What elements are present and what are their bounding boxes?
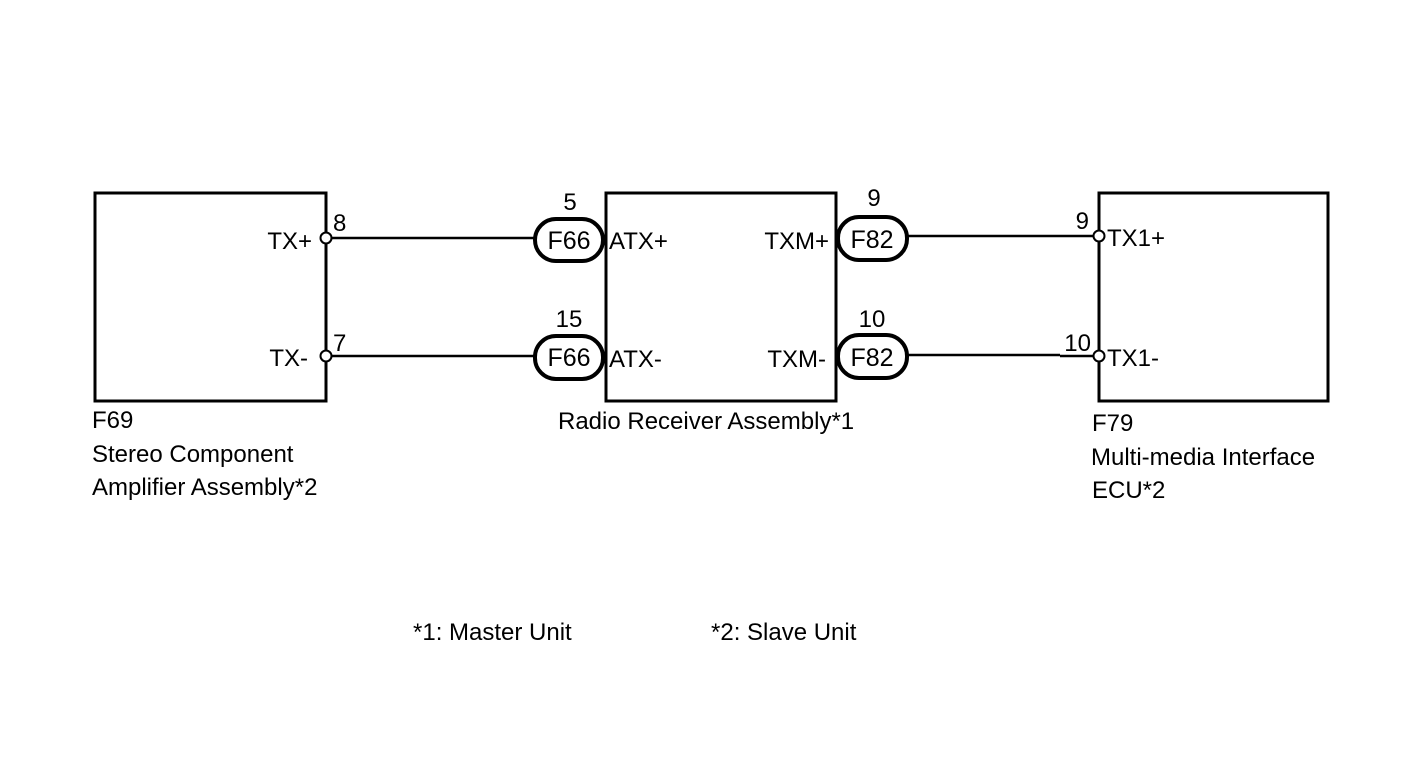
connector-f66-upper: F66 5 — [533, 189, 605, 263]
note-master-unit: *1: Master Unit — [413, 619, 572, 646]
ecu-name-line1: Multi-media Interface — [1091, 444, 1315, 471]
radio-pin-txm-minus-label: TXM- — [767, 346, 826, 373]
ecu-pin-9-number: 9 — [1076, 208, 1089, 235]
ecu-name-line2: ECU*2 — [1092, 477, 1165, 504]
connector-f82-upper: F82 9 — [836, 185, 909, 262]
connector-f66-upper-outline — [533, 217, 605, 263]
radio-component: ATX+ ATX- TXM+ TXM- Radio Receiver Assem… — [558, 191, 854, 435]
connector-f66-pin-15: 15 — [556, 306, 583, 333]
terminal-amp-7 — [319, 349, 333, 363]
connector-f66-lower-label: F66 — [547, 344, 590, 372]
amplifier-connector-code: F69 — [92, 407, 133, 434]
connector-f66-lower-outline — [533, 334, 605, 381]
terminal-amp-8 — [319, 231, 333, 245]
connector-f82-lower: F82 10 — [836, 306, 909, 380]
radio-name: Radio Receiver Assembly*1 — [558, 408, 854, 435]
connector-f66-upper-label: F66 — [547, 227, 590, 255]
radio-pin-atx-minus-label: ATX- — [609, 346, 662, 373]
ecu-pin-10-number: 10 — [1064, 330, 1091, 357]
connector-f82-upper-outline — [836, 215, 909, 262]
amplifier-component: TX+ TX- 8 7 F69 Stereo Component Amplifi… — [92, 191, 346, 501]
amplifier-box — [93, 191, 328, 403]
ecu-pin-tx1-minus-label: TX1- — [1107, 345, 1159, 372]
amplifier-pin-tx-plus-label: TX+ — [267, 228, 312, 255]
connector-f82-upper-label: F82 — [850, 226, 893, 254]
connector-f82-pin-10: 10 — [859, 306, 886, 333]
connector-f82-lower-outline — [836, 333, 909, 380]
connector-f66-pin-5: 5 — [563, 189, 576, 216]
connector-f66-lower: F66 15 — [533, 306, 605, 381]
interface-ecu-box — [1097, 191, 1330, 403]
terminal-ecu-9 — [1092, 229, 1106, 243]
radio-pin-atx-plus-label: ATX+ — [609, 228, 668, 255]
interface-ecu-component: TX1+ TX1- 9 10 F79 Multi-media Interface… — [1064, 191, 1330, 504]
amplifier-name-line1: Stereo Component — [92, 441, 294, 468]
note-slave-unit: *2: Slave Unit — [711, 619, 857, 646]
ecu-connector-code: F79 — [1092, 410, 1133, 437]
amplifier-pin-tx-minus-label: TX- — [269, 345, 308, 372]
connector-f82-lower-label: F82 — [850, 344, 893, 372]
connector-f82-pin-9: 9 — [867, 185, 880, 212]
terminal-ecu-10 — [1092, 349, 1106, 363]
amplifier-name-line2: Amplifier Assembly*2 — [92, 474, 317, 501]
amplifier-pin-7-number: 7 — [333, 330, 346, 357]
radio-pin-txm-plus-label: TXM+ — [764, 228, 829, 255]
amplifier-pin-8-number: 8 — [333, 210, 346, 237]
radio-box — [604, 191, 838, 403]
ecu-pin-tx1-plus-label: TX1+ — [1107, 225, 1165, 252]
